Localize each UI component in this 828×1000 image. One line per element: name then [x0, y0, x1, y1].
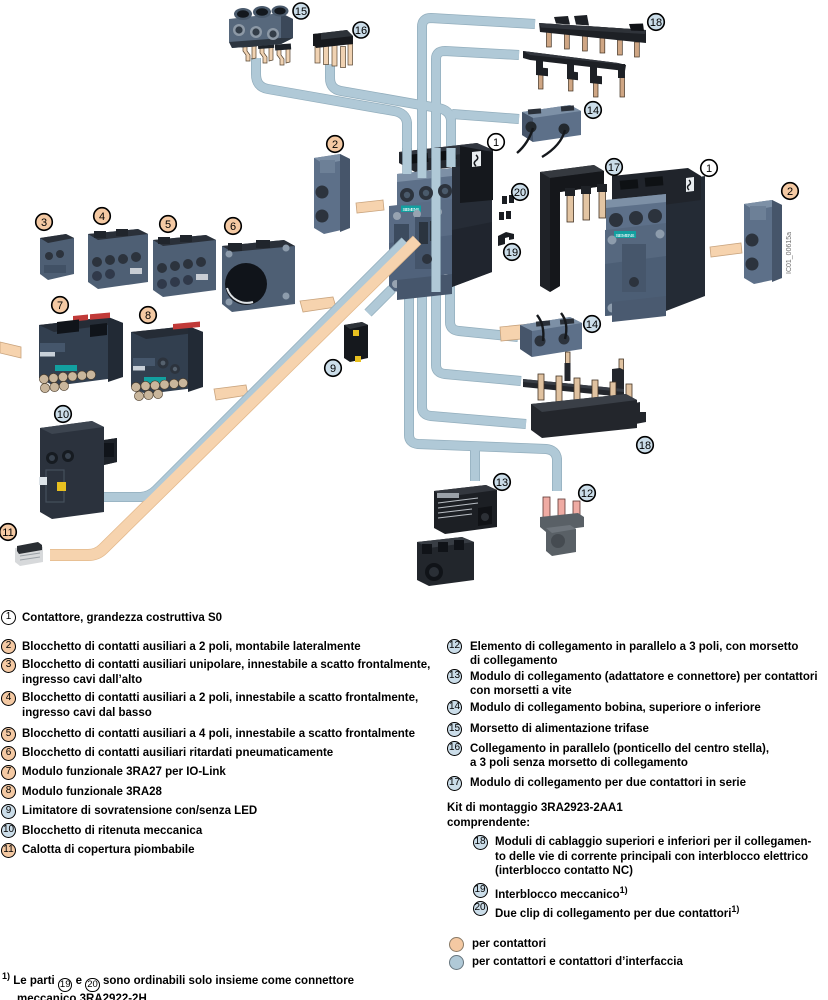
svg-text:13: 13 — [496, 477, 508, 489]
svg-text:14: 14 — [587, 105, 599, 117]
svg-text:1: 1 — [493, 137, 499, 149]
svg-text:18: 18 — [650, 17, 662, 29]
svg-text:3: 3 — [41, 217, 47, 229]
svg-text:15: 15 — [295, 6, 307, 18]
svg-text:16: 16 — [355, 25, 367, 37]
svg-text:2: 2 — [787, 186, 793, 198]
svg-text:14: 14 — [586, 319, 598, 331]
svg-text:12: 12 — [581, 488, 593, 500]
svg-text:20: 20 — [514, 187, 526, 199]
svg-text:1: 1 — [706, 163, 712, 175]
svg-text:18: 18 — [639, 440, 651, 452]
svg-text:19: 19 — [506, 247, 518, 259]
svg-text:IC01_00615a: IC01_00615a — [786, 232, 793, 274]
svg-text:17: 17 — [608, 162, 620, 174]
svg-text:5: 5 — [165, 219, 171, 231]
svg-text:8: 8 — [145, 310, 151, 322]
svg-text:10: 10 — [57, 409, 69, 421]
svg-text:11: 11 — [2, 527, 13, 539]
svg-text:4: 4 — [99, 211, 105, 223]
svg-text:SIEMENS: SIEMENS — [403, 207, 420, 212]
svg-text:7: 7 — [57, 300, 63, 312]
svg-text:6: 6 — [230, 221, 236, 233]
svg-text:2: 2 — [332, 139, 338, 151]
svg-text:9: 9 — [330, 363, 336, 375]
svg-text:SIEMENS: SIEMENS — [616, 233, 635, 239]
